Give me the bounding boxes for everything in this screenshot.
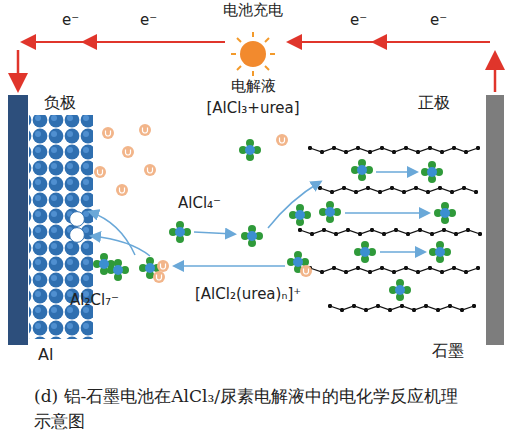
diagram-label: 电解液 [231,78,276,95]
diagram-label: 负极 [44,94,76,112]
diagram-label: [AlCl₃+urea] [206,100,299,117]
diagram-label: 石墨 [432,342,464,360]
diagram-label: e⁻ [430,12,447,29]
diagram-label: e⁻ [350,12,367,29]
figure-caption: (d) 铝-石墨电池在AlCl₃/尿素电解液中的电化学反应机理示意图 [34,384,474,433]
diagram-label: e⁻ [140,12,157,29]
diagram-label: Al [38,346,53,364]
diagram-label: 正极 [418,94,450,112]
diagram-label: e⁻ [62,12,79,29]
diagram-label: AlCl₄⁻ [178,195,221,212]
diagram-label: 电池充电 [223,2,283,19]
diagram-label: [AlCl₂(urea)ₙ]⁺ [195,286,301,303]
diagram-label: Al₂Cl₇⁻ [70,292,119,309]
